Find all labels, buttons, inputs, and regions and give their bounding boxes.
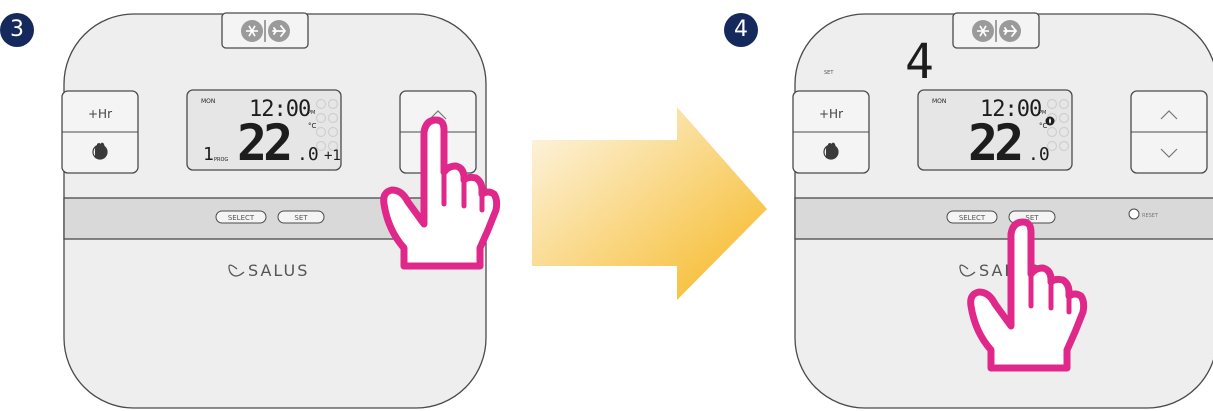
lcd-temperature: 22 [237,114,289,172]
lcd-decimal: .0 [1028,144,1050,165]
plus-hr-button[interactable]: +Hr [88,107,112,121]
set-button-label: SET [294,214,308,222]
lcd-offset: +1 [324,148,341,164]
lcd-unit: °C [308,122,317,130]
lcd-pm: PM [308,110,315,116]
brand-name: SALUS [248,261,309,280]
lcd-pm: PM [1039,110,1046,116]
plus-hr-button[interactable]: +Hr [819,107,843,121]
lcd-day: MON [201,98,215,105]
lcd-decimal: .0 [297,144,319,165]
reset-button[interactable] [1129,209,1139,219]
lcd-program-number: 1 [203,144,214,165]
lcd-day: MON [932,98,946,105]
select-button-label: SELECT [959,214,986,222]
lcd-program-label: PROG [214,157,228,163]
reset-label: RESET [1142,213,1159,219]
arrow-shape [532,107,767,300]
program-step-number: 4 [905,34,934,90]
thermostat-step-4: SELECTSETRESET+HrMON12:00PM°C22.04SETSAL… [793,13,1213,408]
select-button-label: SELECT [228,214,255,222]
lcd-temperature: 22 [968,114,1020,172]
set-caption: SET [824,70,834,76]
transition-arrow-icon [532,107,767,300]
